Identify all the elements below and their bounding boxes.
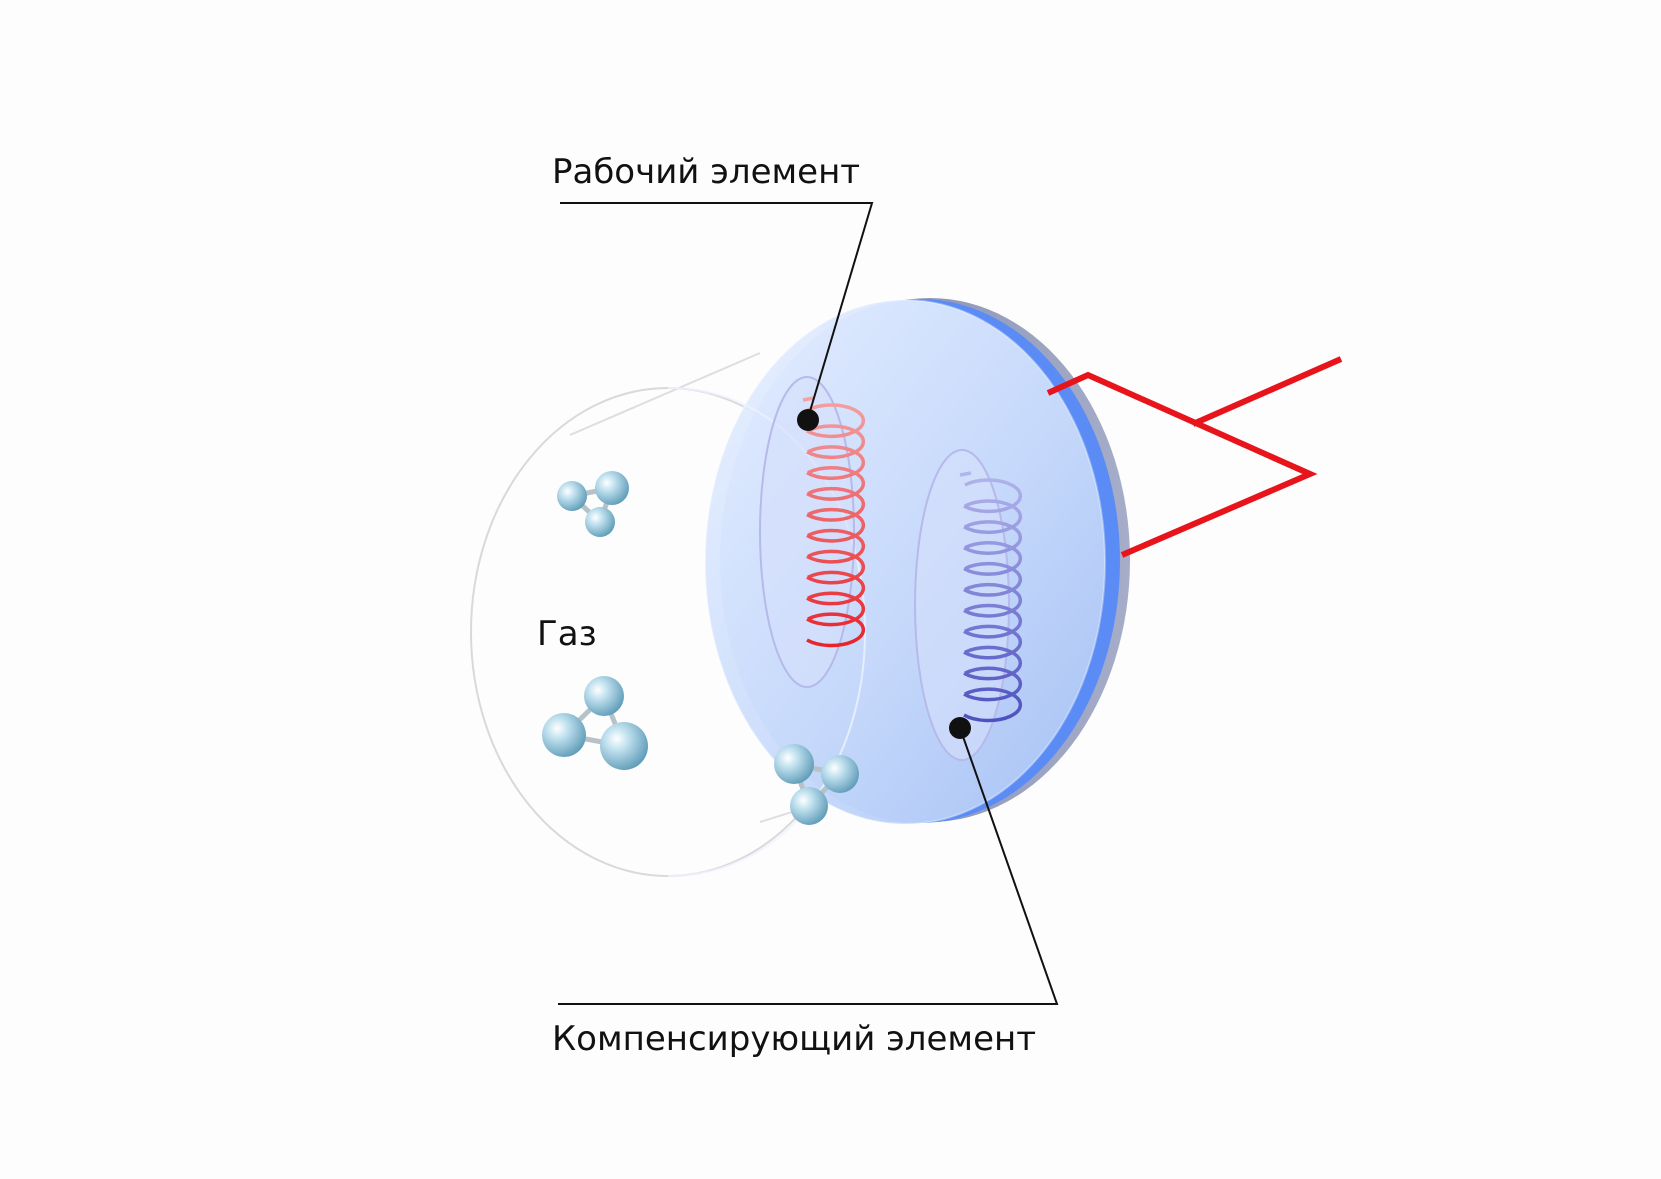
molecule-atom — [557, 481, 587, 511]
working-marker-dot — [797, 409, 819, 431]
working-element — [759, 376, 866, 688]
molecule-atom — [584, 676, 624, 716]
molecule-atom — [821, 755, 859, 793]
gas-volume-outline — [667, 387, 867, 877]
molecule-icon — [774, 744, 859, 825]
circuit-wire-lead — [1191, 356, 1343, 427]
molecule-atom — [774, 744, 814, 784]
gas-molecules — [542, 471, 859, 825]
molecule-atom — [542, 713, 586, 757]
working-coil-icon — [802, 396, 866, 648]
compensating-element — [914, 449, 1023, 761]
compensating-coil-icon — [959, 471, 1023, 723]
compensating-element-label: Компенсирующий элемент — [552, 1019, 1036, 1059]
molecule-icon — [542, 676, 648, 770]
compensating-leader-line — [558, 727, 1059, 1005]
compensating-marker-dot — [949, 717, 971, 739]
coil-path — [959, 471, 1023, 723]
molecule-atom — [585, 507, 615, 537]
molecule-atom — [600, 722, 648, 770]
molecule-icon — [557, 471, 629, 537]
gas-label: Газ — [537, 614, 597, 654]
working-element-label: Рабочий элемент — [552, 152, 860, 192]
molecule-atom — [790, 787, 828, 825]
coil-path — [802, 396, 866, 648]
molecule-atom — [595, 471, 629, 505]
working-leader-line — [560, 202, 874, 419]
